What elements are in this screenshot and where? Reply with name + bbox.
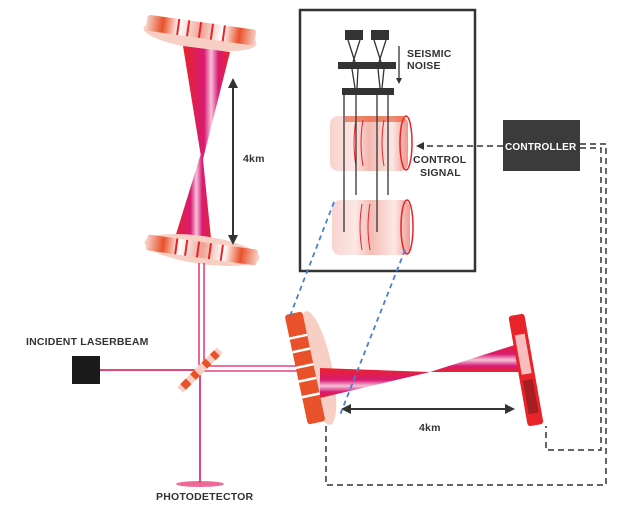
photodetector-label: PHOTODETECTOR xyxy=(156,491,254,503)
beamsplitter-arm-mirror xyxy=(144,233,260,267)
horizontal-feed-beam xyxy=(204,365,300,372)
upper-test-mass xyxy=(330,115,413,171)
horizontal-arm-beam xyxy=(320,368,430,398)
lower-test-mass xyxy=(332,199,414,255)
vertical-feed-beam xyxy=(198,263,205,365)
vertical-arm-beam-lower xyxy=(173,150,212,248)
horizontal-arm: 4km xyxy=(285,311,544,434)
incident-laserbeam-label: INCIDENT LASERBEAM xyxy=(26,336,149,348)
laser-source xyxy=(72,356,100,384)
horizontal-input-mirror xyxy=(285,311,337,425)
seismic-noise-arrow xyxy=(396,46,402,84)
seismic-isolation-stage xyxy=(338,30,396,95)
seismic-noise-label-line1: SEISMIC xyxy=(407,48,452,60)
horizontal-end-mirror xyxy=(508,313,544,427)
suspension-inset: SEISMIC NOISE CONTROL SI xyxy=(298,8,477,273)
controller-label: CONTROLLER xyxy=(505,142,577,153)
beamsplitter xyxy=(177,347,223,393)
controller-box: CONTROLLER xyxy=(503,120,580,171)
seismic-noise-label-line2: NOISE xyxy=(407,60,441,72)
inset-zoom-guides xyxy=(289,201,406,416)
photodetector xyxy=(176,481,224,487)
control-feedback-lines xyxy=(325,143,607,486)
horizontal-arm-beam-far xyxy=(430,342,524,372)
control-signal-arrowhead xyxy=(416,142,424,150)
control-signal-label-line2: SIGNAL xyxy=(420,167,461,179)
horizontal-length-label: 4km xyxy=(419,422,441,434)
control-signal-label-line1: CONTROL xyxy=(413,154,467,166)
vertical-length-label: 4km xyxy=(243,153,265,165)
vertical-arm-beam xyxy=(183,46,230,163)
top-end-mirror xyxy=(143,14,257,52)
vertical-arm: 4km xyxy=(143,14,265,267)
horizontal-length-arrow xyxy=(341,404,515,414)
vertical-length-arrow xyxy=(228,78,238,245)
